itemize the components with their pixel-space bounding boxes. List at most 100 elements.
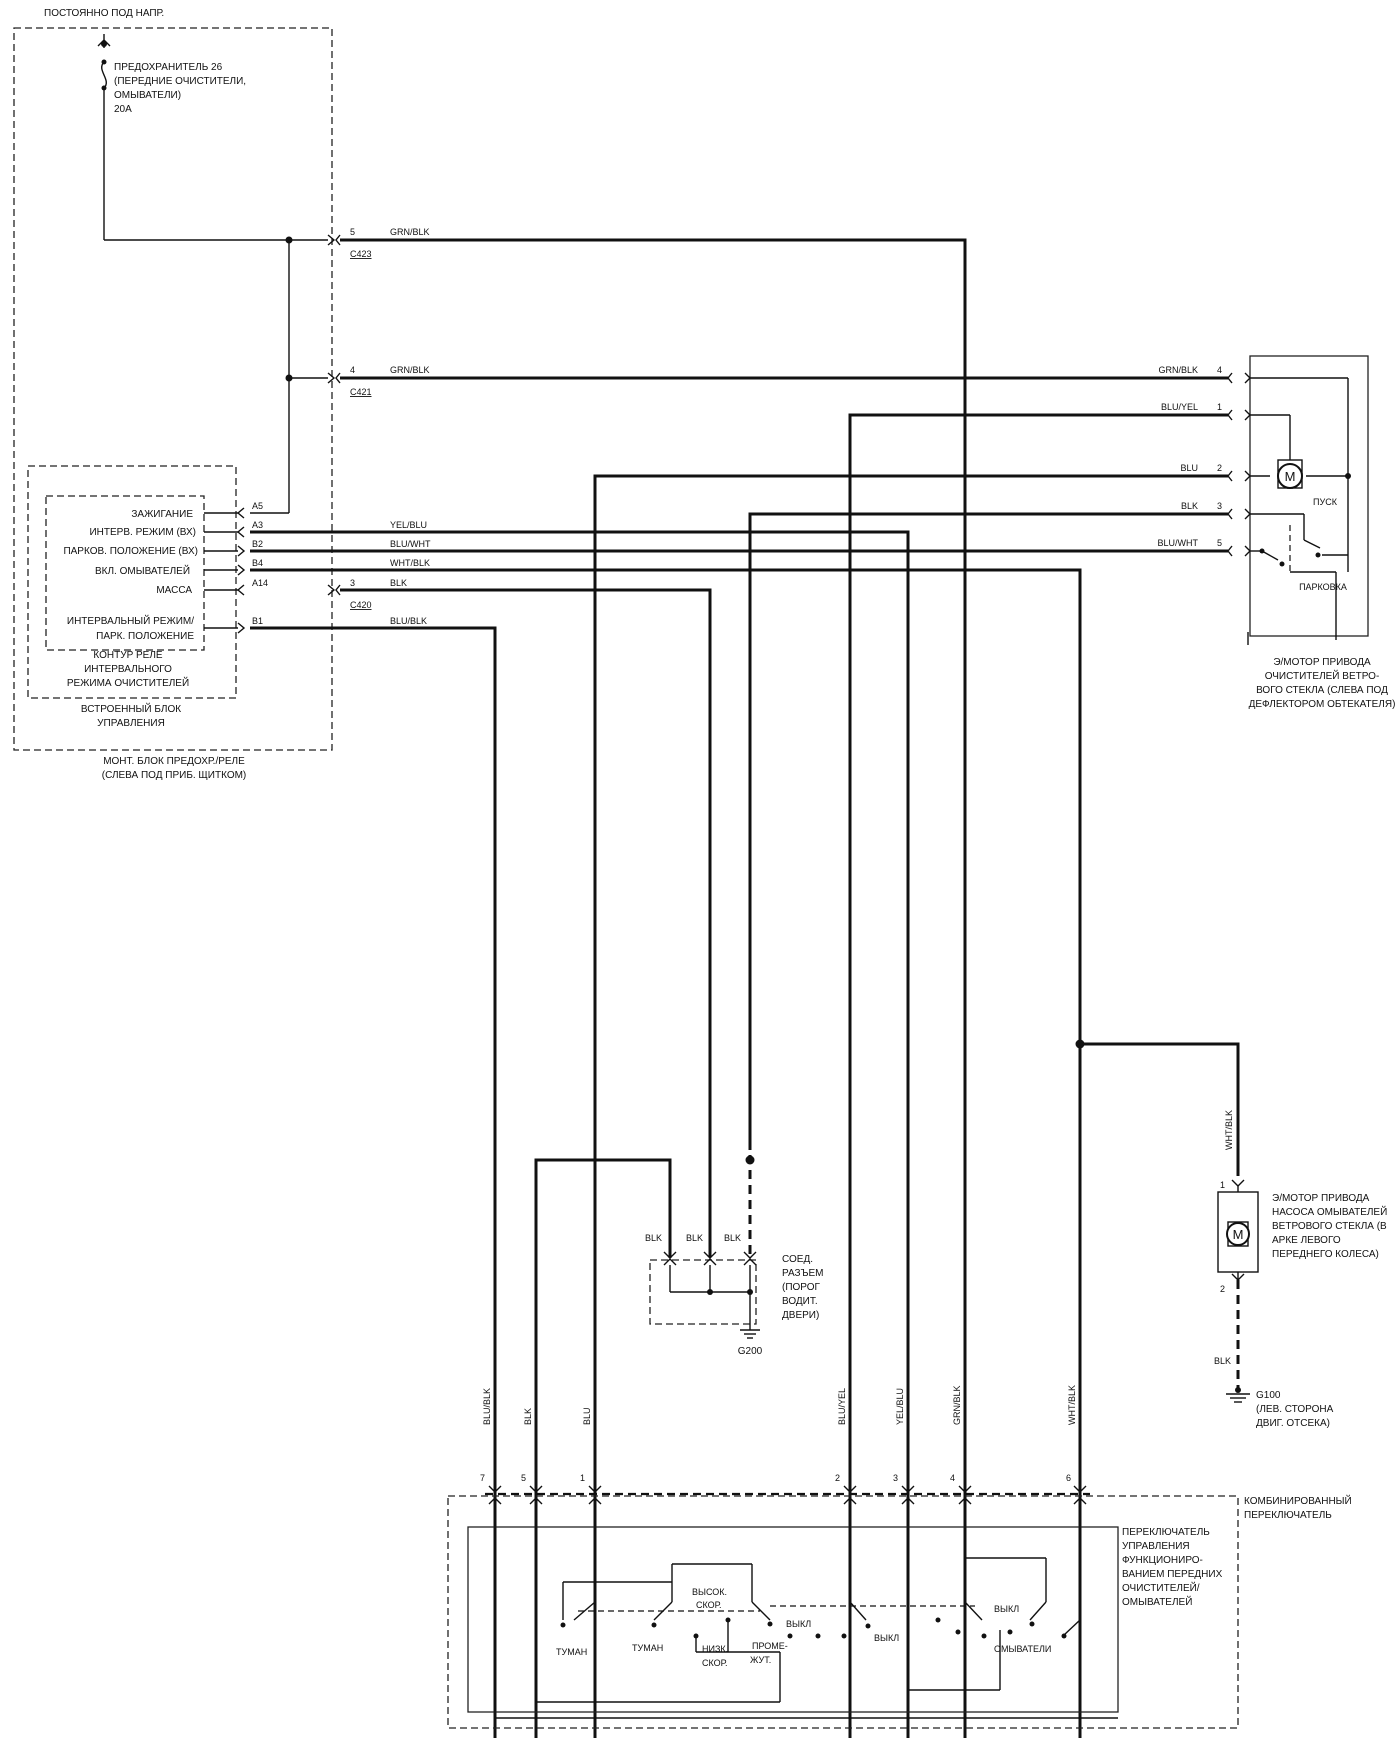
washer-pin-2: 2: [1220, 1284, 1225, 1294]
joint-outline: [649, 1259, 757, 1325]
g100-label-3: ДВИГ. ОТСЕКА): [1256, 1418, 1330, 1429]
input-ignition: ЗАЖИГАНИЕ: [131, 509, 193, 520]
wire-blu-wht-label: BLU/WHT: [390, 539, 431, 549]
input-washer: ВКЛ. ОМЫВАТЕЛЕЙ: [95, 564, 190, 577]
g100-label-2: (ЛЕВ. СТОРОНА: [1256, 1404, 1334, 1415]
washer-wire-bottom: BLK: [1214, 1356, 1231, 1366]
control-unit-caption-1: ВСТРОЕННЫЙ БЛОК: [81, 702, 181, 715]
wire-blu-blk-label: BLU/BLK: [390, 616, 427, 626]
wiper-motor-m: M: [1285, 469, 1296, 484]
fuse-box-caption-2: (СЛЕВА ПОД ПРИБ. ЩИТКОМ): [102, 770, 247, 781]
input-ground: МАССА: [156, 585, 192, 596]
c421-wire: GRN/BLK: [390, 365, 430, 375]
combo-caption-1: КОМБИНИРОВАННЫЙ: [1244, 1494, 1352, 1507]
switch-caption-4: ВАНИЕМ ПЕРЕДНИХ: [1122, 1569, 1223, 1580]
combo-pin-6: 6: [1066, 1473, 1071, 1483]
wm-caption-2: ОЧИСТИТЕЛЕЙ ВЕТРО-: [1265, 669, 1380, 682]
combo-wire-blu-yel: BLU/YEL: [837, 1388, 847, 1425]
wm-pin-5: 5: [1217, 538, 1222, 548]
combo-switch-outline: [447, 1495, 1239, 1729]
washer-motor: WHT/BLK 1 M 2 BLK Э/МОТОР ПРИВОДА НАСОСА…: [1214, 1110, 1387, 1429]
pin-a5: A5: [252, 501, 263, 511]
c423-name: C423: [350, 249, 372, 259]
fuse-box-caption-1: МОНТ. БЛОК ПРЕДОХР./РЕЛЕ: [103, 756, 245, 767]
wm-caption-1: Э/МОТОР ПРИВОДА: [1273, 657, 1371, 668]
wm-pin-3: 3: [1217, 501, 1222, 511]
wires: [250, 238, 1240, 1738]
joint-wire-2: BLK: [686, 1233, 703, 1243]
control-unit-caption-2: УПРАВЛЕНИЯ: [97, 718, 165, 729]
fuse-box-outline: [13, 27, 333, 751]
pin-b4: B4: [252, 558, 263, 568]
combo-wire-yel-blu: YEL/BLU: [895, 1388, 905, 1425]
wm-pin-1: 1: [1217, 402, 1222, 412]
joint-caption-2: РАЗЪЕМ: [782, 1268, 824, 1279]
combo-wire-grn-blk: GRN/BLK: [952, 1385, 962, 1425]
pos-low-1: НИЗК.: [702, 1644, 728, 1654]
pos-high-1: ВЫСОК.: [692, 1587, 727, 1597]
pos-off-2: ВЫКЛ: [874, 1633, 899, 1643]
c420-wire: BLK: [390, 578, 407, 588]
pos-washers: ОМЫВАТЕЛИ: [994, 1644, 1051, 1654]
switch-caption-1: ПЕРЕКЛЮЧАТЕЛЬ: [1122, 1527, 1210, 1538]
wm-wire-grn-blk: GRN/BLK: [1158, 365, 1198, 375]
wm-wire-blu-wht: BLU/WHT: [1158, 538, 1199, 548]
joint-caption-1: СОЕД.: [782, 1254, 813, 1265]
pos-high-2: СКОР.: [696, 1600, 721, 1610]
wm-pin-2: 2: [1217, 463, 1222, 473]
wiper-motor-outline: [1249, 355, 1369, 637]
wire-wht-blk-label: WHT/BLK: [390, 558, 430, 568]
joint-wire-1: BLK: [645, 1233, 662, 1243]
relay-pin-arrows: [204, 507, 246, 634]
pin-b1: B1: [252, 616, 263, 626]
combo-wire-wht-blk: WHT/BLK: [1067, 1385, 1077, 1425]
combo-pin-1: 1: [580, 1473, 585, 1483]
control-unit-outline: [27, 465, 237, 699]
washer-motor-m: M: [1233, 1227, 1244, 1242]
relay-caption-3: РЕЖИМА ОЧИСТИТЕЛЕЙ: [67, 676, 189, 689]
relay-circuit-outline: [45, 495, 205, 651]
g100-label-1: G100: [1256, 1390, 1281, 1401]
pos-off-1: ВЫКЛ: [786, 1619, 811, 1629]
switch-caption-5: ОЧИСТИТЕЛЕЙ/: [1122, 1581, 1200, 1594]
c421-pin: 4: [350, 365, 355, 375]
relay-caption-2: ИНТЕРВАЛЬНОГО: [84, 664, 172, 675]
combo-pin-2: 2: [835, 1473, 840, 1483]
c420-name: C420: [350, 600, 372, 610]
switch-caption-2: УПРАВЛЕНИЯ: [1122, 1541, 1190, 1552]
g200-label: G200: [738, 1346, 763, 1357]
pin-a3: A3: [252, 520, 263, 530]
pos-mist-2: ТУМАН: [632, 1643, 663, 1653]
washer-pin-1: 1: [1220, 1180, 1225, 1190]
combo-pin-4: 4: [950, 1473, 955, 1483]
joint-caption-3: (ПОРОГ: [782, 1282, 821, 1293]
c423-wire: GRN/BLK: [390, 227, 430, 237]
wm-caption-3: ВОГО СТЕКЛА (СЛЕВА ПОД: [1256, 685, 1388, 696]
combination-switch: BLU/BLK BLK BLU BLU/YEL YEL/BLU GRN/BLK …: [447, 1385, 1352, 1729]
fuse-label-line3: ОМЫВАТЕЛИ): [114, 90, 181, 101]
c423-pin: 5: [350, 227, 355, 237]
wm-wire-blu: BLU: [1180, 463, 1198, 473]
pos-mist-1: ТУМАН: [556, 1647, 587, 1657]
joint-caption-5: ДВЕРИ): [782, 1310, 819, 1321]
washer-wire-top: WHT/BLK: [1224, 1110, 1234, 1150]
pos-interval-1: ПРОМЕ-: [752, 1641, 788, 1651]
fuse-label-line1: ПРЕДОХРАНИТЕЛЬ 26: [114, 62, 223, 73]
washer-caption-4: АРКЕ ЛЕВОГО: [1272, 1235, 1341, 1246]
wm-start-label: ПУСК: [1313, 497, 1338, 507]
interval-label-line2: ПАРК. ПОЛОЖЕНИЕ: [96, 631, 194, 642]
connectors: 5 C423 GRN/BLK 4 C421 GRN/BLK 3 C420 BLK…: [327, 227, 431, 626]
switch-inner-outline: [467, 1526, 1119, 1713]
washer-caption-1: Э/МОТОР ПРИВОДА: [1272, 1193, 1370, 1204]
wm-wire-blu-yel: BLU/YEL: [1161, 402, 1198, 412]
c420-pin: 3: [350, 578, 355, 588]
interval-label-line1: ИНТЕРВАЛЬНЫЙ РЕЖИМ/: [67, 614, 194, 627]
combo-wire-blu-blk: BLU/BLK: [482, 1388, 492, 1425]
washer-caption-2: НАСОСА ОМЫВАТЕЛЕЙ: [1272, 1205, 1387, 1218]
washer-caption-5: ПЕРЕДНЕГО КОЛЕСА): [1272, 1249, 1379, 1260]
joint-caption-4: ВОДИТ.: [782, 1296, 818, 1307]
wire-yel-blu-label: YEL/BLU: [390, 520, 427, 530]
c421-name: C421: [350, 387, 372, 397]
combo-pin-5: 5: [521, 1473, 526, 1483]
